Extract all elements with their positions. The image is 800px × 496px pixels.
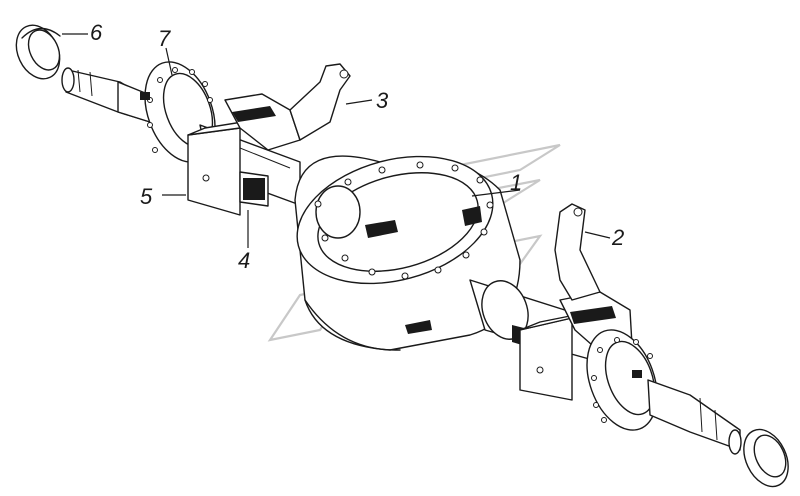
callout-7: 7 bbox=[158, 26, 171, 51]
callout-4: 4 bbox=[238, 248, 250, 273]
bearing-ring-right bbox=[743, 428, 789, 488]
callout-1: 1 bbox=[510, 170, 522, 195]
axle-housing-center bbox=[294, 155, 521, 351]
callout-5: 5 bbox=[140, 184, 153, 209]
callout-2: 2 bbox=[611, 225, 624, 250]
leader-lines bbox=[62, 33, 611, 248]
flange-right bbox=[586, 329, 658, 431]
spindle-right bbox=[647, 379, 742, 455]
callout-6: 6 bbox=[90, 20, 103, 45]
spindle-left bbox=[61, 67, 151, 123]
part-4-block bbox=[239, 171, 269, 207]
callout-3: 3 bbox=[376, 88, 389, 113]
part-3-bracket-left bbox=[224, 63, 351, 151]
part-6-bearing-ring-left bbox=[15, 24, 61, 80]
